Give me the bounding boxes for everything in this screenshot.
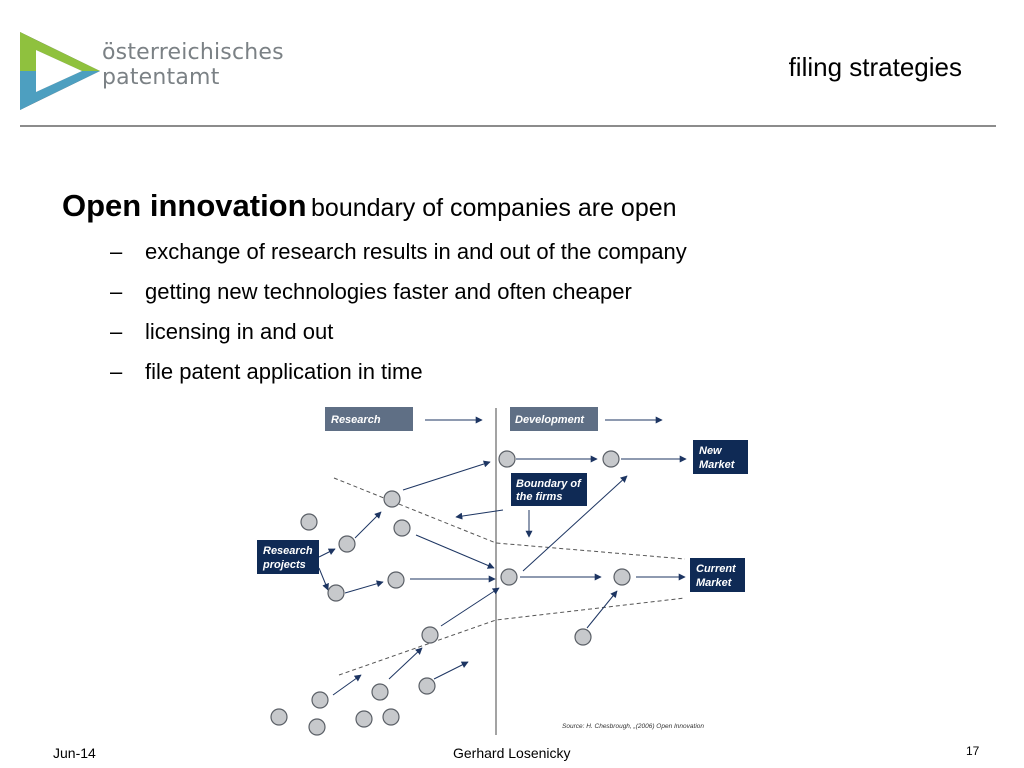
project-circle bbox=[498, 450, 516, 468]
heading-rest: boundary of companies are open bbox=[311, 194, 677, 222]
flow-arrow bbox=[522, 475, 628, 572]
funnel-lower-line bbox=[338, 597, 686, 676]
project-circle bbox=[418, 677, 436, 695]
project-circle bbox=[393, 519, 411, 537]
new-market-box bbox=[693, 440, 748, 474]
flow-arrow bbox=[415, 534, 495, 569]
project-circle bbox=[383, 490, 401, 508]
brand-line-2: patentamt bbox=[102, 65, 220, 90]
boundary-box bbox=[511, 473, 587, 506]
flow-arrow bbox=[586, 590, 618, 629]
flow-arrow bbox=[402, 460, 491, 491]
current-market-label-1: Current bbox=[696, 563, 737, 575]
project-circle bbox=[300, 513, 318, 531]
project-circle bbox=[574, 628, 592, 646]
flow-arrow bbox=[440, 587, 500, 627]
footer-date: Jun-14 bbox=[53, 745, 96, 761]
project-circle bbox=[500, 568, 518, 586]
flow-arrow bbox=[388, 647, 423, 680]
flow-arrow bbox=[318, 567, 329, 591]
current-market-label-2: Market bbox=[696, 577, 733, 589]
project-circle bbox=[338, 535, 356, 553]
patent-office-logo-icon bbox=[20, 32, 100, 110]
new-market-label-2: Market bbox=[699, 459, 736, 471]
bullet-item: –file patent application in time bbox=[110, 352, 687, 392]
footer-author: Gerhard Losenicky bbox=[453, 745, 571, 761]
project-circle bbox=[613, 568, 631, 586]
source-note: Source: H. Chesbrough, „(2006) Open Inno… bbox=[562, 723, 704, 730]
current-market-box bbox=[690, 558, 745, 592]
research-label: Research bbox=[331, 414, 381, 426]
boundary-label-1: Boundary of bbox=[516, 478, 582, 490]
bullet-item: –licensing in and out bbox=[110, 312, 687, 352]
project-circle bbox=[355, 710, 373, 728]
header-divider bbox=[20, 125, 996, 127]
flow-arrow bbox=[318, 548, 336, 558]
project-circle bbox=[602, 450, 620, 468]
research-projects-label-2: projects bbox=[262, 559, 306, 571]
flow-arrow bbox=[354, 511, 382, 539]
project-circle bbox=[311, 691, 329, 709]
brand-line-1: österreichisches bbox=[102, 40, 284, 65]
development-box bbox=[510, 407, 598, 431]
heading-bold: Open innovation bbox=[62, 188, 307, 223]
project-circle bbox=[327, 584, 345, 602]
bullet-item: –getting new technologies faster and oft… bbox=[110, 272, 687, 312]
research-box bbox=[325, 407, 413, 431]
page-number: 17 bbox=[966, 744, 980, 758]
flow-arrow bbox=[455, 509, 504, 520]
open-innovation-diagram: Research Development New Market Boundary… bbox=[257, 407, 748, 736]
funnel-upper-line bbox=[333, 477, 686, 560]
bullet-dash: – bbox=[110, 319, 123, 344]
flow-arrow bbox=[332, 674, 362, 696]
project-circle bbox=[308, 718, 326, 736]
development-label: Development bbox=[515, 414, 585, 426]
bullet-dash: – bbox=[110, 279, 123, 304]
bullet-list: –exchange of research results in and out… bbox=[110, 232, 687, 392]
bullet-dash: – bbox=[110, 239, 123, 264]
bullet-text: getting new technologies faster and ofte… bbox=[145, 279, 632, 304]
bullet-text: file patent application in time bbox=[145, 359, 423, 384]
brand-wordmark: österreichisches patentamt bbox=[102, 40, 284, 90]
bullet-text: licensing in and out bbox=[145, 319, 334, 344]
section-heading: Open innovation boundary of companies ar… bbox=[62, 188, 677, 224]
research-projects-box bbox=[257, 540, 319, 574]
project-circle bbox=[421, 626, 439, 644]
research-projects-label-1: Research bbox=[263, 545, 313, 557]
flow-arrow bbox=[344, 580, 384, 594]
project-circle bbox=[387, 571, 405, 589]
project-circle bbox=[270, 708, 288, 726]
bullet-dash: – bbox=[110, 359, 123, 384]
bullet-text: exchange of research results in and out … bbox=[145, 239, 687, 264]
flow-arrow bbox=[433, 661, 469, 680]
bullet-item: –exchange of research results in and out… bbox=[110, 232, 687, 272]
project-circle bbox=[371, 683, 389, 701]
project-circle bbox=[382, 708, 400, 726]
slide-title: filing strategies bbox=[788, 52, 962, 82]
boundary-label-2: the firms bbox=[516, 491, 562, 503]
new-market-label-1: New bbox=[699, 445, 723, 457]
